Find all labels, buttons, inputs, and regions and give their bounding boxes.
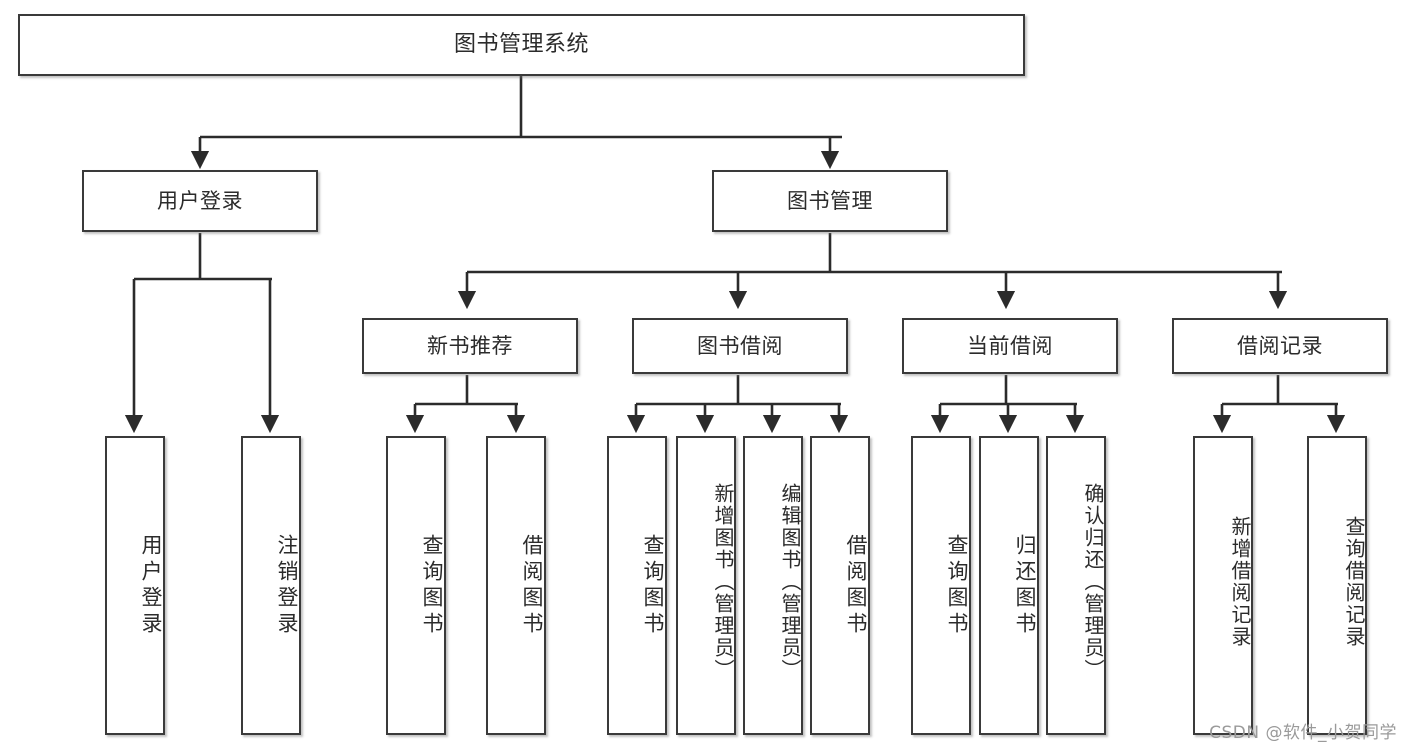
node-user-login[interactable]: 用户登录 bbox=[82, 170, 318, 232]
node-leaf-query-book-borrow[interactable]: 查询图书 bbox=[607, 436, 667, 735]
node-current-borrow[interactable]: 当前借阅 bbox=[902, 318, 1118, 374]
node-book-manage[interactable]: 图书管理 bbox=[712, 170, 948, 232]
node-leaf-borrow-book[interactable]: 借阅图书 bbox=[810, 436, 870, 735]
node-leaf-query-borrow-record[interactable]: 查询借阅记录 bbox=[1307, 436, 1367, 735]
node-leaf-add-borrow-record[interactable]: 新增借阅记录 bbox=[1193, 436, 1253, 735]
node-leaf-add-book[interactable]: 新增图书（管理员） bbox=[676, 436, 736, 735]
node-new-book-recommend[interactable]: 新书推荐 bbox=[362, 318, 578, 374]
node-leaf-query-book-current[interactable]: 查询图书 bbox=[911, 436, 971, 735]
node-leaf-logout[interactable]: 注销登录 bbox=[241, 436, 301, 735]
node-leaf-user-login[interactable]: 用户登录 bbox=[105, 436, 165, 735]
watermark-credit: CSDN @软件_小贺同学 bbox=[1209, 723, 1397, 743]
node-borrow-record[interactable]: 借阅记录 bbox=[1172, 318, 1388, 374]
node-leaf-borrow-book-recommend[interactable]: 借阅图书 bbox=[486, 436, 546, 735]
node-book-borrow[interactable]: 图书借阅 bbox=[632, 318, 848, 374]
node-leaf-query-book-recommend[interactable]: 查询图书 bbox=[386, 436, 446, 735]
node-leaf-edit-book[interactable]: 编辑图书（管理员） bbox=[743, 436, 803, 735]
node-leaf-return-book[interactable]: 归还图书 bbox=[979, 436, 1039, 735]
node-root-system[interactable]: 图书管理系统 bbox=[18, 14, 1025, 76]
node-leaf-confirm-return[interactable]: 确认归还（管理员） bbox=[1046, 436, 1106, 735]
